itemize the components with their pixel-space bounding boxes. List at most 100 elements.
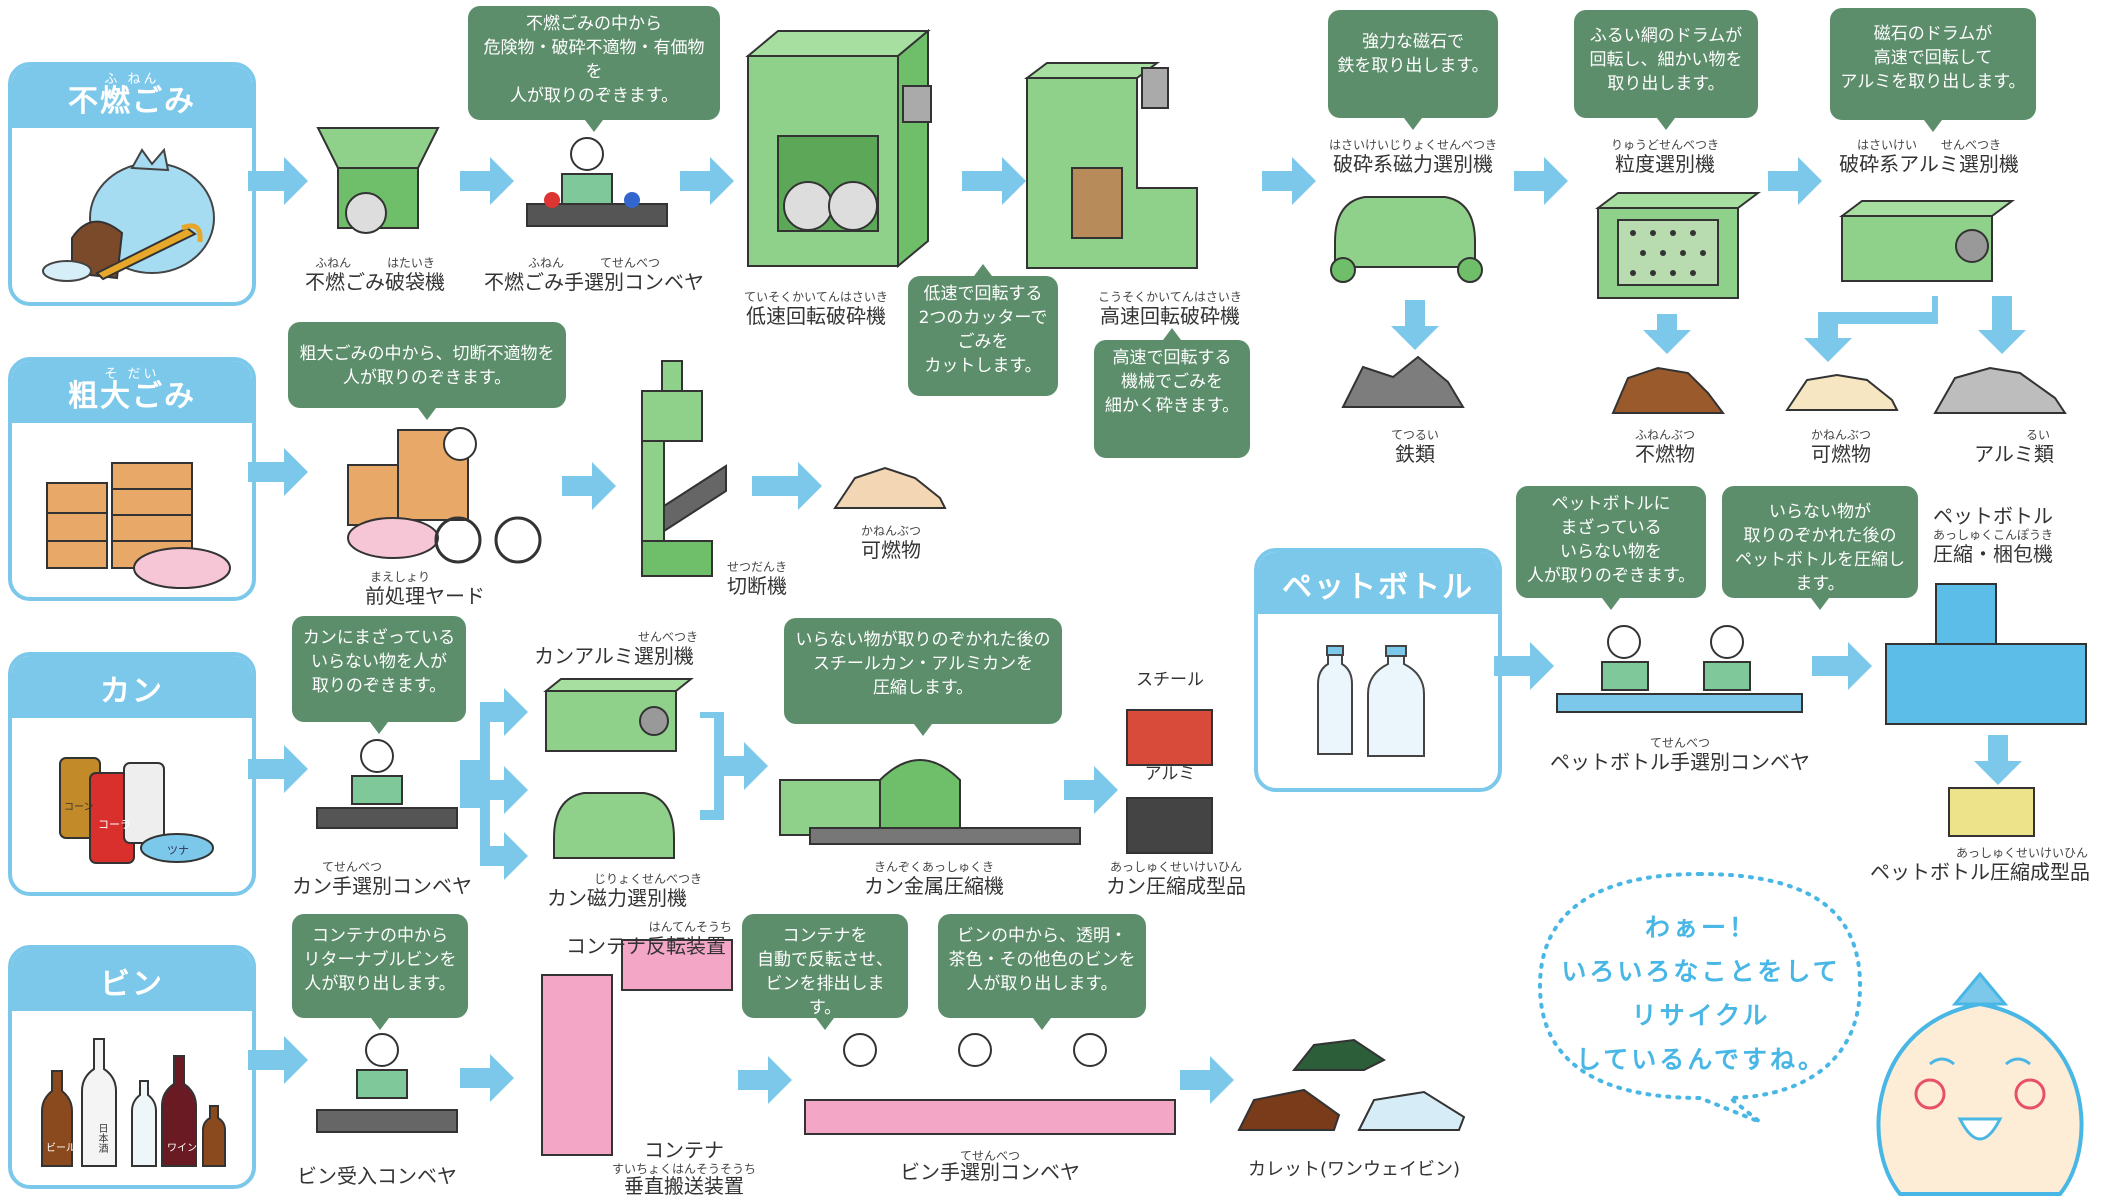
can-magnetic-separator (553, 792, 675, 859)
label-name: 可燃物 (861, 538, 921, 562)
mascot-character (1876, 971, 2084, 1196)
label-can-aluminum-separator: せんべつきカンアルミ選別機 (514, 630, 714, 668)
bubble-line: ふるい網のドラムが (1589, 26, 1743, 46)
label-name: 不燃ごみ破袋機 (305, 270, 445, 294)
pet-compression-packer (1885, 583, 2087, 725)
label-bag-opener: ふねん はたいき不燃ごみ破袋機 (290, 256, 460, 294)
bubble-line: スチールカン・アルミカンを (812, 654, 1034, 674)
label-ruby: ふねん はたいき (315, 256, 435, 270)
can-metal-press (779, 759, 1081, 845)
bubble-line: ごみを (957, 332, 1009, 352)
label-ruby: あっしゅくこんぽうき (1932, 528, 2053, 542)
bubble-high-speed: 高速で回転する 機械でごみを 細かく砕きます。 (1094, 328, 1250, 458)
bottle-label-wine: ワイン (167, 1143, 197, 1154)
category-funen: ふ ねん不燃ごみ (8, 62, 256, 306)
category-title: 不燃ごみ (68, 84, 196, 119)
label-combustible-2: かねんぶつ可燃物 (836, 524, 946, 562)
label-name: ペットボトル (1933, 504, 2053, 528)
label-particle-separator: りゅうどせんべつき粒度選別機 (1580, 138, 1750, 176)
label-ruby: はんてんそうち (648, 920, 732, 934)
bubble-line: カットします。 (924, 356, 1042, 376)
low-speed-shredder (745, 28, 932, 269)
label-ruby: まえしょり (370, 570, 431, 584)
bubble-line: 鉄を取り出します。 (1337, 56, 1489, 76)
bottle-receiving-conveyor (316, 1033, 458, 1133)
bubble-line: 人が取りのぞきます。 (509, 86, 679, 106)
bubble-line: 機械でごみを (1121, 372, 1223, 392)
combustible-pile (1785, 373, 1899, 411)
bottle-sorting-conveyor (804, 1033, 1176, 1135)
bubble-pet-press: いらない物が 取りのぞかれた後の ペットボトルを圧縮します。 (1722, 486, 1918, 610)
label-cutter: せつだんき切断機 (702, 560, 812, 598)
label-pet-bales: あっしゅくせいけいひんペットボトル圧縮成型品 (1868, 846, 2092, 884)
particle-size-separator (1595, 192, 1761, 299)
bubble-can-press: いらない物が取りのぞかれた後の スチールカン・アルミカンを 圧縮します。 (784, 618, 1062, 736)
label-ruby: てせんべつ (322, 860, 383, 874)
bubble-line: いらない物を人が (311, 652, 447, 672)
bubble-line: リターナブルビンを (303, 950, 457, 970)
bubble-can-sorting: カンにまざっている いらない物を人が 取りのぞきます。 (292, 616, 466, 734)
pretreatment-yard-illustration (347, 427, 542, 564)
label-container-flipper: はんてんそうちコンテナ反転装置 (556, 920, 736, 958)
category-ruby: ふ ねん (104, 72, 160, 87)
label-pet-packer: ペットボトルあっしゅくこんぽうき圧縮・梱包機 (1918, 504, 2068, 566)
pet-bales (1948, 787, 2035, 837)
high-speed-shredder (1024, 62, 1198, 269)
label-can-bales: あっしゅくせいけいひんカン圧縮成型品 (1086, 860, 1266, 898)
aluminum-separator (1839, 200, 2015, 282)
aluminum-pile (1933, 366, 2067, 414)
category-bin: ビン ビール 日本酒 ワイン (8, 945, 256, 1189)
bubble-sodai-sorting: 粗大ごみの中から、切断不適物を 人が取りのぞきます。 (288, 322, 566, 420)
bubble-line: 人が取り出します。 (304, 974, 456, 994)
label-name: ビン受入コンベヤ (297, 1164, 457, 1188)
label-name: 粒度選別機 (1615, 152, 1715, 176)
worker-conveyor-illustration (526, 137, 668, 227)
bubble-magnetic: 強力な磁石で 鉄を取り出します。 (1328, 10, 1498, 130)
steel-bales (1126, 709, 1213, 766)
label-name: カン手選別コンベヤ (292, 874, 472, 898)
label-bin-receiving: ビン受入コンベヤ (292, 1164, 462, 1188)
bubble-funen-sorting: 不燃ごみの中から 危険物・破砕不適物・有価物を 人が取りのぞきます。 (468, 6, 720, 132)
label-name: 可燃物 (1811, 442, 1871, 466)
label-container-lift: コンテナすいちょくはんそうそうち垂直搬送装置 (594, 1138, 774, 1196)
label-pet-conveyor: てせんべつペットボトル手選別コンベヤ (1540, 736, 1820, 774)
label-ruby: るい (2025, 428, 2050, 442)
bag-opener-machine (316, 127, 440, 234)
bubble-low-speed: 低速で回転する 2つのカッターで ごみを カットします。 (908, 264, 1058, 396)
bubble-line: いらない物が (1769, 502, 1871, 522)
bubble-line: ペットボトルに (1551, 494, 1671, 514)
label-ruby: りゅうどせんべつき (1610, 138, 1719, 152)
label-ruby: てせんべつ (1649, 736, 1710, 750)
label-high-speed-shredder: こうそくかいてんはさいき高速回転破砕機 (1080, 290, 1260, 328)
bubble-line: 人が取りのぞきます。 (342, 368, 512, 388)
category-kan: カン コーン コーラ ツナ (8, 652, 256, 896)
bubble-line: アルミを取り出します。 (1840, 72, 2026, 92)
pet-conveyor-illustration (1556, 625, 1803, 713)
label-steel: スチール (1122, 668, 1218, 692)
label-name: コンテナ (644, 1138, 724, 1162)
noncombustible-pile (1611, 366, 1725, 414)
pet-bottles-illustration (1317, 645, 1425, 757)
label-cullet: カレット(ワンウェイビン) (1234, 1158, 1474, 1182)
label-name: カン圧縮成型品 (1106, 874, 1246, 898)
label-name: ペットボトル圧縮成型品 (1870, 860, 2090, 884)
label-ruby: ふねん てせんべつ (527, 256, 660, 270)
bubble-line: いらない物が取りのぞかれた後の (795, 630, 1051, 650)
bubble-line: 危険物・破砕不適物・有価物を (483, 38, 705, 82)
label-ruby: きんぞくあっしゅくき (873, 860, 994, 874)
label-ruby: てつるい (1391, 428, 1439, 442)
container-lift-and-flipper (541, 939, 733, 1156)
label-name: 高速回転破砕機 (1100, 304, 1240, 328)
label-name: コンテナ反転装置 (566, 934, 726, 958)
bubble-line: いらない物を (1560, 542, 1662, 562)
label-name: 垂直搬送装置 (624, 1174, 744, 1198)
label-bin-sorting-conveyor: てせんべつビン手選別コンベヤ (880, 1150, 1100, 1182)
label-can-magnetic-separator: じりょくせんべつきカン磁力選別機 (522, 872, 712, 910)
speech-bubble-dotted (1537, 871, 1863, 1124)
mascot-line: しているんですね。 (1575, 1045, 1826, 1074)
label-name: 圧縮・梱包機 (1933, 542, 2053, 566)
label-ruby: こうそくかいてんはさいき (1098, 290, 1242, 304)
category-title: ビン (100, 967, 164, 1002)
bubble-bin-sorting: ビンの中から、透明・ 茶色・その他色のビンを 人が取り出します。 (938, 914, 1146, 1030)
label-low-speed-shredder: ていそくかいてんはさいき低速回転破砕機 (726, 290, 906, 328)
